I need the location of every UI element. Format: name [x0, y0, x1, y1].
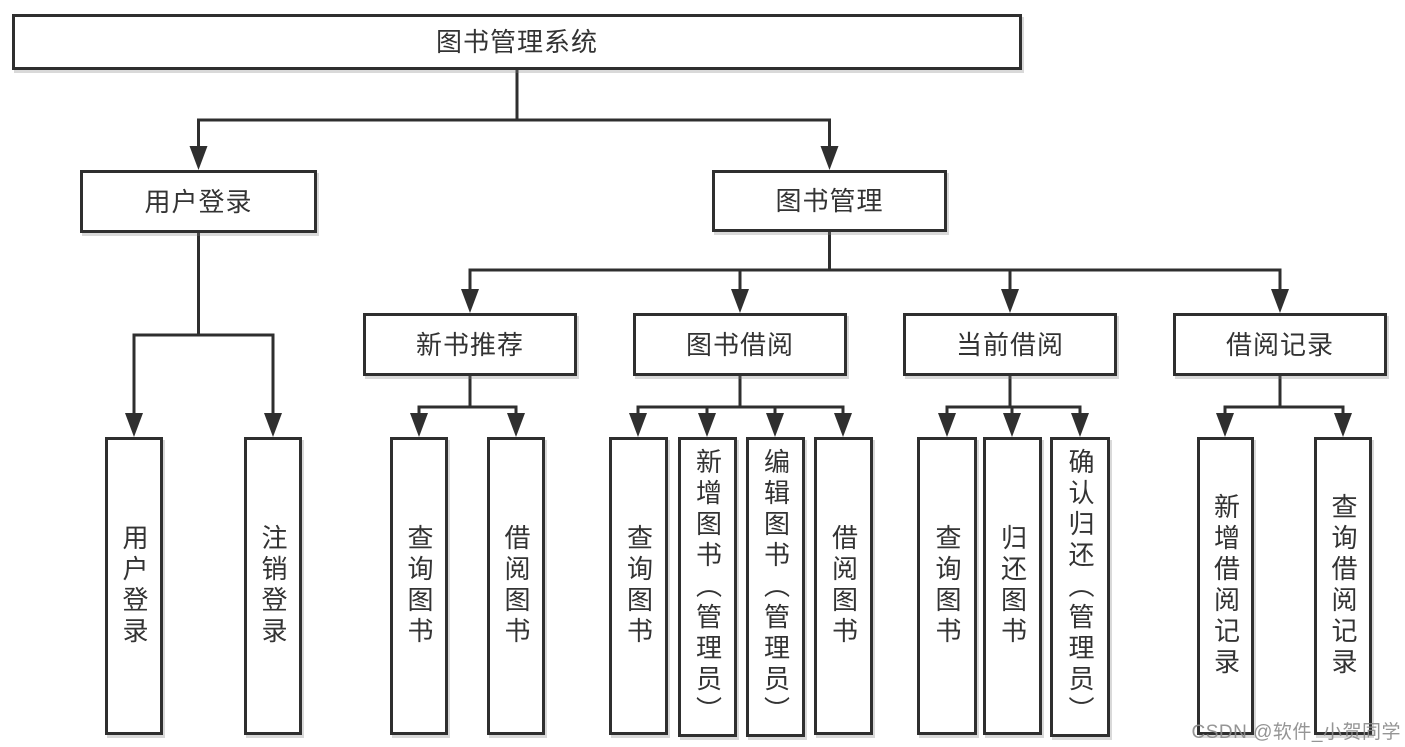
arrowheads-new-book-children: [410, 413, 525, 437]
node-label: 借阅图书: [501, 524, 531, 648]
node-label: 用户登录: [144, 186, 253, 217]
node-label: 当前借阅: [955, 329, 1064, 360]
connector-book-management-children: [468, 230, 1282, 295]
node-book-management: 图书管理: [712, 170, 947, 232]
arrowheads-user-login-children: [125, 413, 282, 437]
leaf-user-login: 用户登录: [105, 437, 163, 735]
node-label: 归还图书: [997, 524, 1028, 648]
node-label: 查询图书: [404, 524, 434, 648]
connector-book-borrow-children: [636, 374, 845, 419]
leaf-query-books-current: 查询图书: [917, 437, 977, 735]
node-current-borrowing: 当前借阅: [903, 313, 1117, 376]
node-label: 借阅图书: [828, 524, 859, 648]
leaf-query-books-recommend: 查询图书: [390, 437, 448, 735]
leaf-logout: 注销登录: [244, 437, 302, 735]
arrowheads-book-borrow-children: [629, 413, 852, 437]
node-root-library-management-system: 图书管理系统: [12, 14, 1022, 70]
csdn-watermark: CSDN @软件_小贺同学: [1191, 722, 1401, 743]
leaf-query-borrow-record: 查询借阅记录: [1314, 437, 1372, 735]
node-label: 新增借阅记录: [1210, 493, 1241, 679]
node-label: 查询借阅记录: [1328, 493, 1358, 679]
node-label: 图书管理系统: [435, 27, 598, 57]
node-label: 编辑图书（管理员）: [760, 447, 791, 727]
node-borrowing-records: 借阅记录: [1173, 313, 1387, 376]
node-user-login: 用户登录: [80, 170, 317, 233]
node-label: 查询图书: [932, 524, 962, 648]
connector-root-to-level2: [197, 68, 831, 152]
node-label: 查询图书: [623, 524, 654, 648]
leaf-borrow-books-borrowing: 借阅图书: [814, 437, 873, 735]
arrowheads-current-borrow-children: [938, 413, 1089, 437]
leaf-add-books-admin: 新增图书（管理员）: [678, 437, 737, 737]
node-label: 图书管理: [775, 186, 884, 216]
leaf-borrow-books-recommend: 借阅图书: [487, 437, 545, 735]
connector-current-borrow-children: [945, 374, 1082, 419]
node-label: 借阅记录: [1225, 329, 1334, 360]
node-label: 图书借阅: [685, 329, 794, 360]
arrowheads-borrow-records-children: [1216, 413, 1352, 437]
node-book-borrowing: 图书借阅: [633, 313, 847, 376]
leaf-return-books: 归还图书: [983, 437, 1042, 735]
arrowheads-level2: [189, 146, 839, 170]
node-label: 用户登录: [119, 524, 149, 648]
leaf-edit-books-admin: 编辑图书（管理员）: [746, 437, 805, 737]
connector-user-login-children: [132, 231, 275, 419]
node-new-book-recommendation: 新书推荐: [363, 313, 577, 376]
arrowheads-level3: [461, 289, 1289, 313]
connector-new-book-children: [417, 374, 518, 419]
node-label: 注销登录: [258, 524, 288, 648]
node-label: 确认归还（管理员）: [1065, 447, 1095, 727]
leaf-confirm-return-admin: 确认归还（管理员）: [1050, 437, 1110, 737]
leaf-add-borrow-record: 新增借阅记录: [1197, 437, 1254, 735]
node-label: 新增图书（管理员）: [692, 447, 723, 727]
node-label: 新书推荐: [415, 329, 524, 360]
connector-borrow-records-children: [1223, 374, 1345, 419]
leaf-query-books-borrowing: 查询图书: [609, 437, 668, 735]
